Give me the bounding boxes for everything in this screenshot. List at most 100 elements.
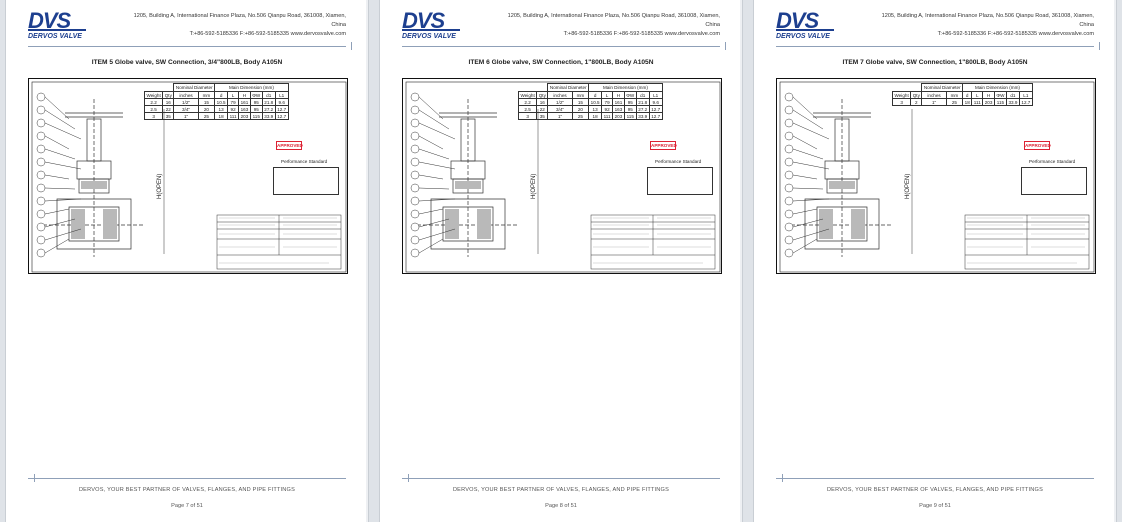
table-cell: 35 — [162, 112, 175, 120]
header-blank — [519, 84, 548, 92]
company-logo: DVS DERVOS VALVE — [776, 10, 856, 41]
callout-leader — [418, 198, 456, 202]
callout-leader — [792, 148, 824, 160]
table-cell: 20 — [571, 105, 590, 113]
column-header: d1 — [261, 91, 276, 99]
table-cell: 1" — [547, 112, 573, 120]
table-cell: 22 — [536, 105, 549, 113]
table-cell: 1" — [921, 98, 947, 106]
header-blank — [145, 84, 174, 92]
column-header: d1 — [635, 91, 650, 99]
page-edge — [1114, 0, 1116, 522]
technical-drawing: H(OPEN) — [776, 78, 1096, 274]
table-cell: 25 — [571, 112, 590, 120]
callout-leader — [44, 238, 70, 254]
table-cell: 79 — [601, 98, 614, 106]
callout-balloon — [410, 196, 420, 206]
column-header: d — [588, 91, 603, 99]
approved-stamp: APPROVED — [1024, 141, 1051, 150]
table-cell: 18 — [588, 112, 603, 120]
table-cell: 16 — [536, 98, 549, 106]
table-cell: 1/2" — [547, 98, 573, 106]
callout-balloon — [784, 105, 794, 115]
table-cell: 12.7 — [648, 105, 663, 113]
table-cell: 15 — [571, 98, 590, 106]
column-header: d — [214, 91, 229, 99]
column-header: H — [982, 91, 995, 99]
column-header: Weight — [517, 91, 538, 99]
callout-leader — [44, 208, 70, 215]
callout-leader — [792, 208, 818, 215]
callout-leader — [418, 109, 450, 130]
table-cell: 111 — [601, 112, 614, 120]
callout-leader — [44, 228, 82, 241]
address-line: 1205, Building A, International Finance … — [133, 13, 346, 28]
callout-leader — [44, 174, 70, 180]
table-cell: 21.8 — [635, 98, 650, 106]
callout-leader — [792, 228, 830, 241]
logo-mark: DVS — [402, 10, 482, 32]
callout-balloon — [36, 196, 46, 206]
approved-stamp: APPROVED — [650, 141, 677, 150]
callout-balloon — [784, 92, 794, 102]
table-cell: 115 — [249, 112, 263, 120]
valve-drawing: H(OPEN) — [779, 81, 1095, 273]
table-cell: 3 — [891, 98, 912, 106]
table-cell: 33.9 — [1005, 98, 1020, 106]
header-main-dimension: Main Dimension (mm) — [962, 83, 1033, 92]
callout-balloon — [410, 222, 420, 232]
item-title: ITEM 5 Globe valve, SW Connection, 3/4"8… — [91, 59, 283, 66]
callout-balloon — [36, 131, 46, 141]
table-cell: 27.2 — [261, 105, 276, 113]
callout-leader — [44, 109, 76, 130]
footer-divider — [28, 474, 346, 482]
callout-leader — [792, 198, 830, 202]
page-header: DVS DERVOS VALVE 1205, Building A, Inter… — [776, 8, 1094, 46]
table-cell: 21.8 — [261, 98, 276, 106]
address-line: 1205, Building A, International Finance … — [507, 13, 720, 28]
logo-mark: DVS — [28, 10, 108, 32]
callout-balloon — [410, 118, 420, 128]
column-header: inches — [547, 91, 573, 99]
company-address: 1205, Building A, International Finance … — [494, 12, 720, 39]
table-cell: 13 — [588, 105, 603, 113]
callout-leader — [792, 122, 830, 140]
header-main-dimension: Main Dimension (mm) — [214, 83, 289, 92]
company-address: 1205, Building A, International Finance … — [868, 12, 1094, 39]
header-nominal: Nominal Diameter — [921, 83, 964, 92]
callout-leader — [418, 122, 456, 140]
table-cell: 3 — [143, 112, 164, 120]
contact-line: T:+86-592-5185336 F:+86-592-5185335 www.… — [563, 31, 720, 37]
header-divider — [776, 42, 1100, 50]
logo-subtitle: DERVOS VALVE — [28, 33, 82, 40]
column-header: Qty — [536, 91, 549, 99]
address-line: 1205, Building A, International Finance … — [881, 13, 1094, 28]
header-nominal: Nominal Diameter — [173, 83, 216, 92]
logo-subtitle: DERVOS VALVE — [402, 33, 456, 40]
table-cell: 9.6 — [648, 98, 663, 106]
callout-balloon — [36, 92, 46, 102]
callout-leader — [418, 187, 450, 190]
approved-stamp: APPROVED — [276, 141, 303, 150]
callout-leader — [44, 122, 82, 140]
table-cell: 20 — [197, 105, 216, 113]
table-cell: 163 — [238, 105, 251, 113]
callout-leader — [44, 187, 76, 190]
table-cell: 92 — [227, 105, 240, 113]
column-header: Weight — [891, 91, 912, 99]
callout-balloon — [36, 235, 46, 245]
valve-drawing: H(OPEN) — [31, 81, 347, 273]
column-header: mm — [571, 91, 590, 99]
header-blank — [893, 84, 922, 92]
table-cell: 33.9 — [261, 112, 276, 120]
logo-subtitle: DERVOS VALVE — [776, 33, 830, 40]
table-cell: 12.7 — [274, 105, 289, 113]
header-main-dimension: Main Dimension (mm) — [588, 83, 663, 92]
callout-leader — [792, 161, 830, 170]
performance-standard-table — [273, 167, 339, 195]
